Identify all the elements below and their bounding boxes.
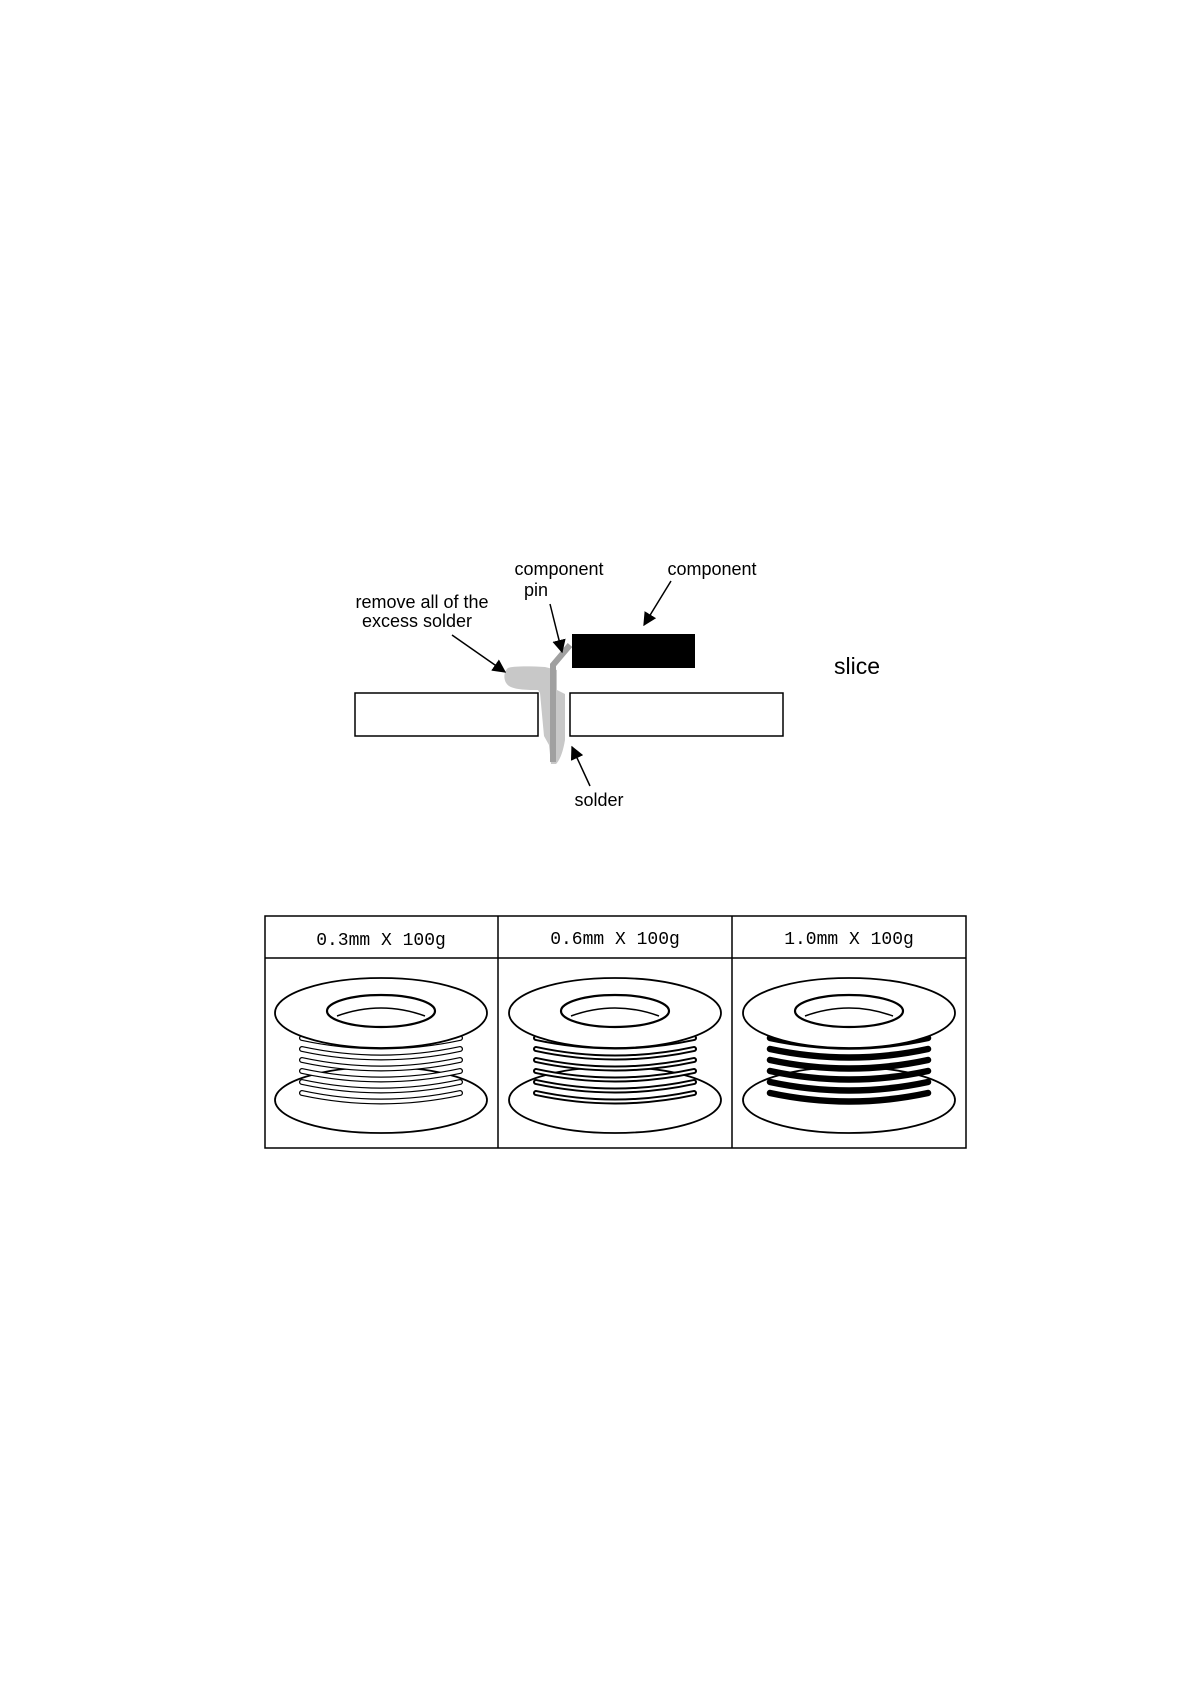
pcb-board-left <box>355 693 538 736</box>
label-remove-line1: remove all of the <box>355 592 488 612</box>
label-component: component <box>667 559 756 579</box>
spool-medium <box>509 978 721 1133</box>
label-component-pin-line1: component <box>514 559 603 579</box>
header-0-3mm: 0.3mm X 100g <box>316 931 446 951</box>
spool-thin <box>275 978 487 1133</box>
wire-winding <box>770 1049 928 1058</box>
solder-joint-diagram: component pin component remove all of th… <box>355 559 880 810</box>
arrow-solder <box>572 747 590 786</box>
component-body <box>572 634 695 668</box>
header-1-0mm: 1.0mm X 100g <box>784 930 914 950</box>
label-remove-line2: excess solder <box>362 611 472 631</box>
spool-thick <box>743 978 955 1133</box>
spool-hole <box>795 995 903 1027</box>
label-component-pin-line2: pin <box>524 580 548 600</box>
arrow-remove-excess-solder <box>452 635 505 672</box>
wire-winding <box>770 1060 928 1069</box>
label-solder: solder <box>574 790 623 810</box>
label-slice: slice <box>834 653 880 679</box>
header-0-6mm: 0.6mm X 100g <box>550 930 680 950</box>
spool-illustrations <box>275 978 955 1133</box>
pcb-board-right <box>570 693 783 736</box>
spool-hole <box>327 995 435 1027</box>
solder-spool-table: 0.3mm X 100g 0.6mm X 100g 1.0mm X 100g <box>265 916 966 1148</box>
arrow-component <box>644 581 671 625</box>
spool-hole <box>561 995 669 1027</box>
arrow-component-pin <box>550 604 562 652</box>
